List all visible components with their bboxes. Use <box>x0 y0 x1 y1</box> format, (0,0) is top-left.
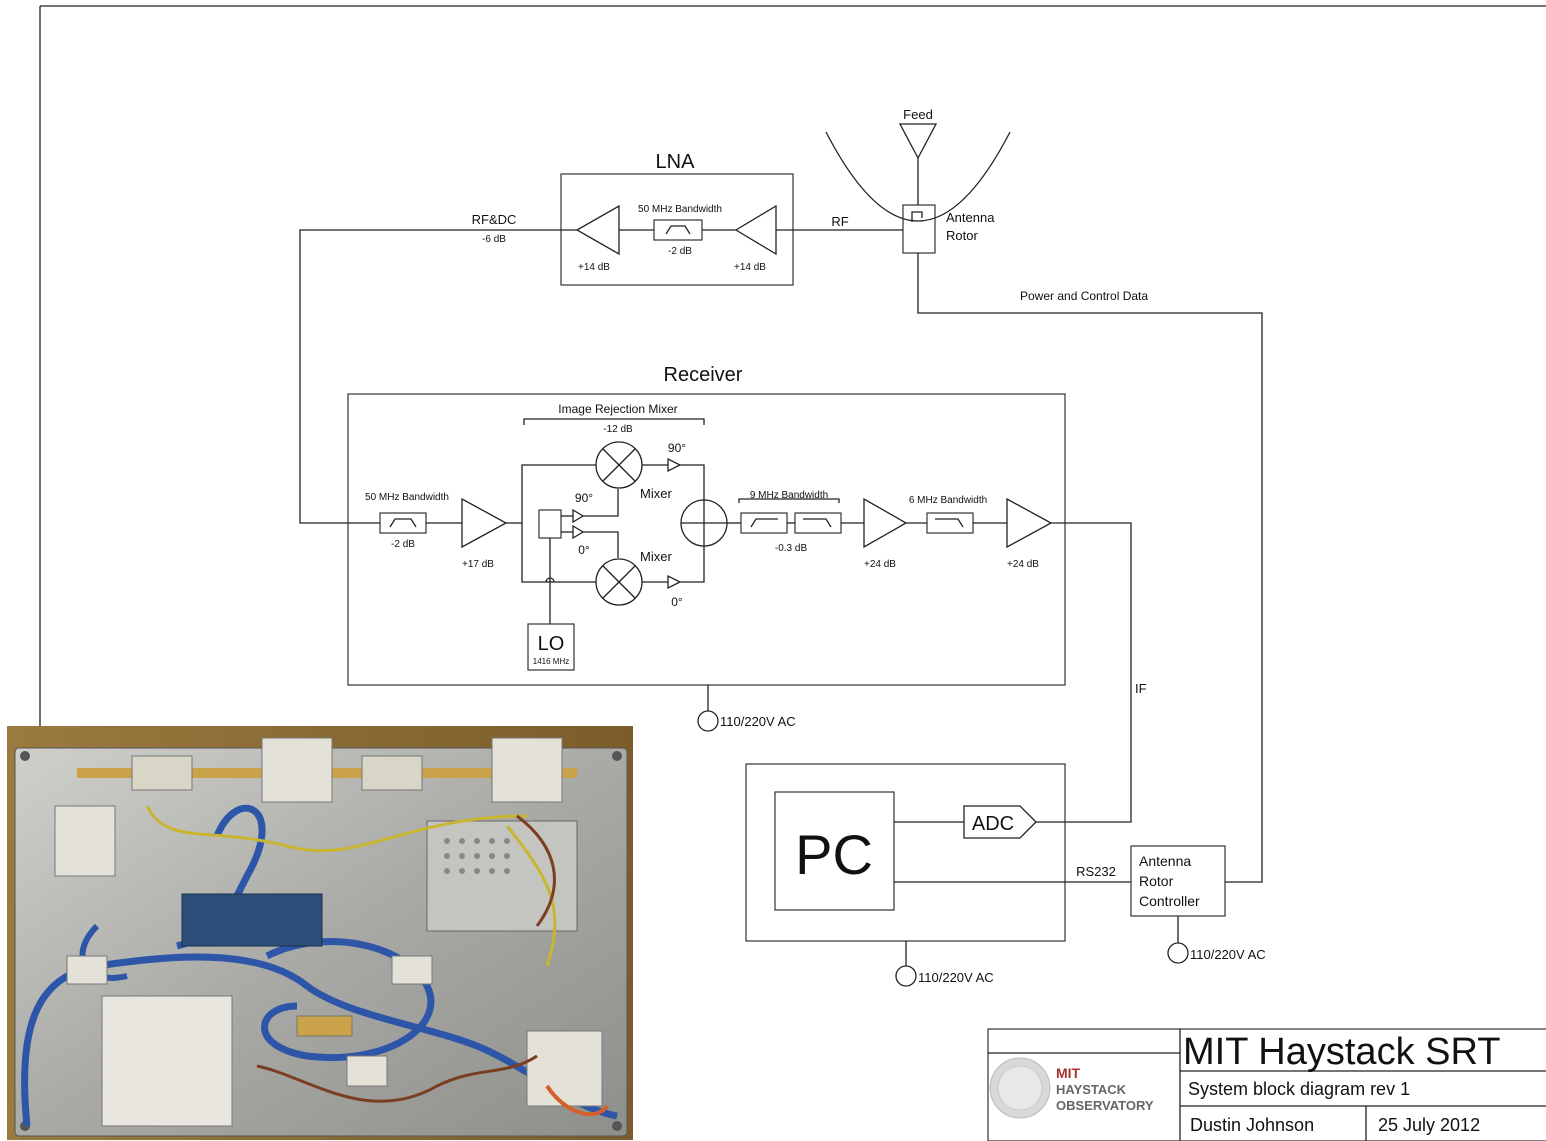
antenna-rotor-box <box>902 204 936 254</box>
lowpass-filter-6mhz-icon <box>926 512 974 534</box>
pc-label: PC <box>795 823 873 886</box>
title-block-subtitle: System block diagram rev 1 <box>1188 1079 1410 1099</box>
irm-loss: -12 dB <box>603 424 633 435</box>
lna-amplifier-1-icon <box>575 204 620 256</box>
mixer-bottom-icon <box>595 558 643 606</box>
rotor-controller-line3: Controller <box>1139 893 1200 909</box>
haystack-logo: MIT HAYSTACK OBSERVATORY <box>989 1057 1154 1119</box>
rx-power-plug-icon <box>697 710 719 732</box>
rotor-power-plug-icon <box>1167 942 1189 964</box>
lna-amp1-gain: +14 dB <box>578 262 610 273</box>
mixer-top-icon <box>595 441 643 489</box>
adc-icon <box>963 805 1037 839</box>
phase-top: 90° <box>668 441 686 455</box>
hardware-photo <box>7 726 633 1140</box>
power-control-label: Power and Control Data <box>1020 289 1148 303</box>
title-block: MIT HAYSTACK OBSERVATORY MIT Haystack SR… <box>987 1028 1546 1141</box>
rotor-controller-line2: Rotor <box>1139 873 1174 889</box>
rf-label: RF <box>831 214 848 229</box>
adc-label: ADC <box>972 813 1014 835</box>
lo-box <box>527 623 575 671</box>
rotor-controller-line1: Antenna <box>1139 853 1191 869</box>
rfdc-label: RF&DC <box>472 212 517 227</box>
rx-amp3-gain: +24 dB <box>1007 559 1039 570</box>
pc-power-plug-icon <box>895 965 917 987</box>
lna-amplifier-2-icon <box>734 204 777 256</box>
phase-split-90: 90° <box>575 491 593 505</box>
title-block-title: MIT Haystack SRT <box>1183 1031 1500 1073</box>
antenna: Feed Antenna Rotor Power and Control Dat… <box>825 107 1263 883</box>
antenna-rotor-label-1: Antenna <box>946 210 995 225</box>
lna-bandpass-filter-icon <box>653 219 703 241</box>
mixer-top-label: Mixer <box>640 486 672 501</box>
lo-frequency: 1416 MHz <box>533 657 569 666</box>
antenna-rotor-label-2: Rotor <box>946 228 978 243</box>
lna-title: LNA <box>656 151 696 173</box>
lna-bandwidth-label: 50 MHz Bandwidth <box>638 204 722 215</box>
title-block-date: 25 July 2012 <box>1378 1115 1480 1135</box>
pc-block: PC ADC RS232 110/220V AC <box>745 763 1131 987</box>
pc-box <box>774 791 895 911</box>
rx-amplifier-1-icon <box>461 497 508 549</box>
highpass-filter-icon <box>740 512 788 534</box>
rx-input-filter-icon <box>379 512 427 534</box>
logo-mit: MIT <box>1056 1065 1081 1081</box>
bw-9-loss: -0.3 dB <box>775 543 808 554</box>
page-border <box>39 5 1546 726</box>
rs232-label: RS232 <box>1076 864 1116 879</box>
rx-power-label: 110/220V AC <box>720 714 796 729</box>
phase-shifter-90-icon <box>667 457 682 473</box>
rotor-controller-block: Antenna Rotor Controller 110/220V AC <box>1130 845 1266 964</box>
phase-shifter-0-icon <box>667 574 682 590</box>
lna-amp2-gain: +14 dB <box>734 262 766 273</box>
rfdc-loss: -6 dB <box>482 234 506 245</box>
lowpass-filter-icon <box>794 512 842 534</box>
logo-haystack: HAYSTACK <box>1056 1082 1127 1097</box>
lna-block: LNA RF +14 dB 50 MHz Bandwidth -2 dB +14… <box>299 151 903 524</box>
quadrature-hybrid-icon <box>538 509 562 539</box>
pc-power-label: 110/220V AC <box>918 970 994 985</box>
irm-label: Image Rejection Mixer <box>558 402 677 416</box>
rx-bw-in-label: 50 MHz Bandwidth <box>365 492 449 503</box>
receiver-title: Receiver <box>664 364 743 386</box>
logo-observatory: OBSERVATORY <box>1056 1098 1154 1113</box>
rx-amp1-gain: +17 dB <box>462 559 494 570</box>
combiner-icon <box>680 499 728 547</box>
feed-label: Feed <box>903 107 933 122</box>
title-block-author: Dustin Johnson <box>1190 1115 1314 1135</box>
receiver-block: Receiver 50 MHz Bandwidth -2 dB +17 dB I… <box>347 364 1147 823</box>
lo-label: LO <box>538 633 565 655</box>
lna-filter-loss: -2 dB <box>668 246 692 257</box>
feed-icon <box>898 123 938 160</box>
rx-bw-in-loss: -2 dB <box>391 539 415 550</box>
bw-9-label: 9 MHz Bandwidth <box>750 490 828 501</box>
if-label: IF <box>1135 681 1147 696</box>
bw-6-label: 6 MHz Bandwidth <box>909 495 987 506</box>
rx-amplifier-3-icon <box>1006 497 1053 549</box>
rx-amplifier-2-icon <box>863 497 908 549</box>
rx-amp2-gain: +24 dB <box>864 559 896 570</box>
rotor-power-label: 110/220V AC <box>1190 947 1266 962</box>
mixer-bottom-label: Mixer <box>640 549 672 564</box>
phase-bottom: 0° <box>671 595 683 609</box>
dish-icon <box>825 131 1011 222</box>
phase-split-0: 0° <box>578 543 590 557</box>
